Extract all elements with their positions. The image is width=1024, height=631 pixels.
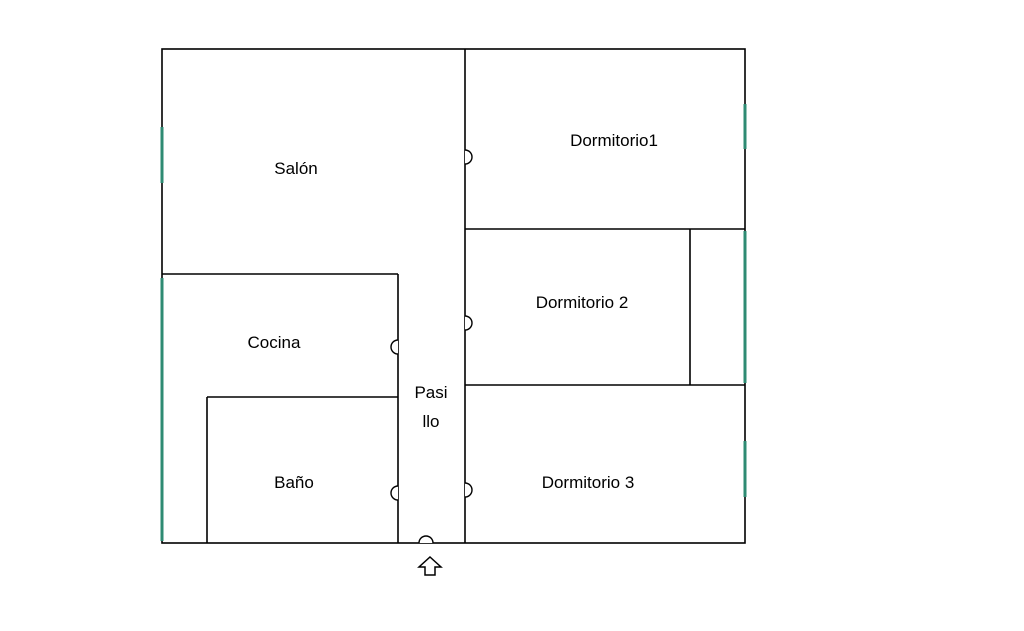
room-label-pasillo-line2: llo — [422, 412, 439, 431]
door-bedroom3 — [464, 482, 473, 498]
door-entrance — [418, 535, 434, 544]
up-arrow-icon — [417, 555, 443, 576]
door-bathroom — [390, 485, 399, 501]
room-label-cocina: Cocina — [248, 333, 301, 352]
room-label-dormitorio2: Dormitorio 2 — [536, 293, 629, 312]
door-kitchen — [390, 339, 399, 355]
room-label-salon: Salón — [274, 159, 317, 178]
room-label-pasillo-line1: Pasi — [414, 383, 447, 402]
interior-walls — [162, 49, 745, 543]
windows — [160, 104, 747, 541]
room-label-bano: Baño — [274, 473, 314, 492]
room-label-dormitorio1: Dormitorio1 — [570, 131, 658, 150]
door-bedroom2 — [464, 315, 473, 331]
door-bedroom1 — [464, 149, 473, 165]
room-label-dormitorio3: Dormitorio 3 — [542, 473, 635, 492]
doors — [390, 149, 473, 544]
outer-walls — [161, 48, 746, 544]
